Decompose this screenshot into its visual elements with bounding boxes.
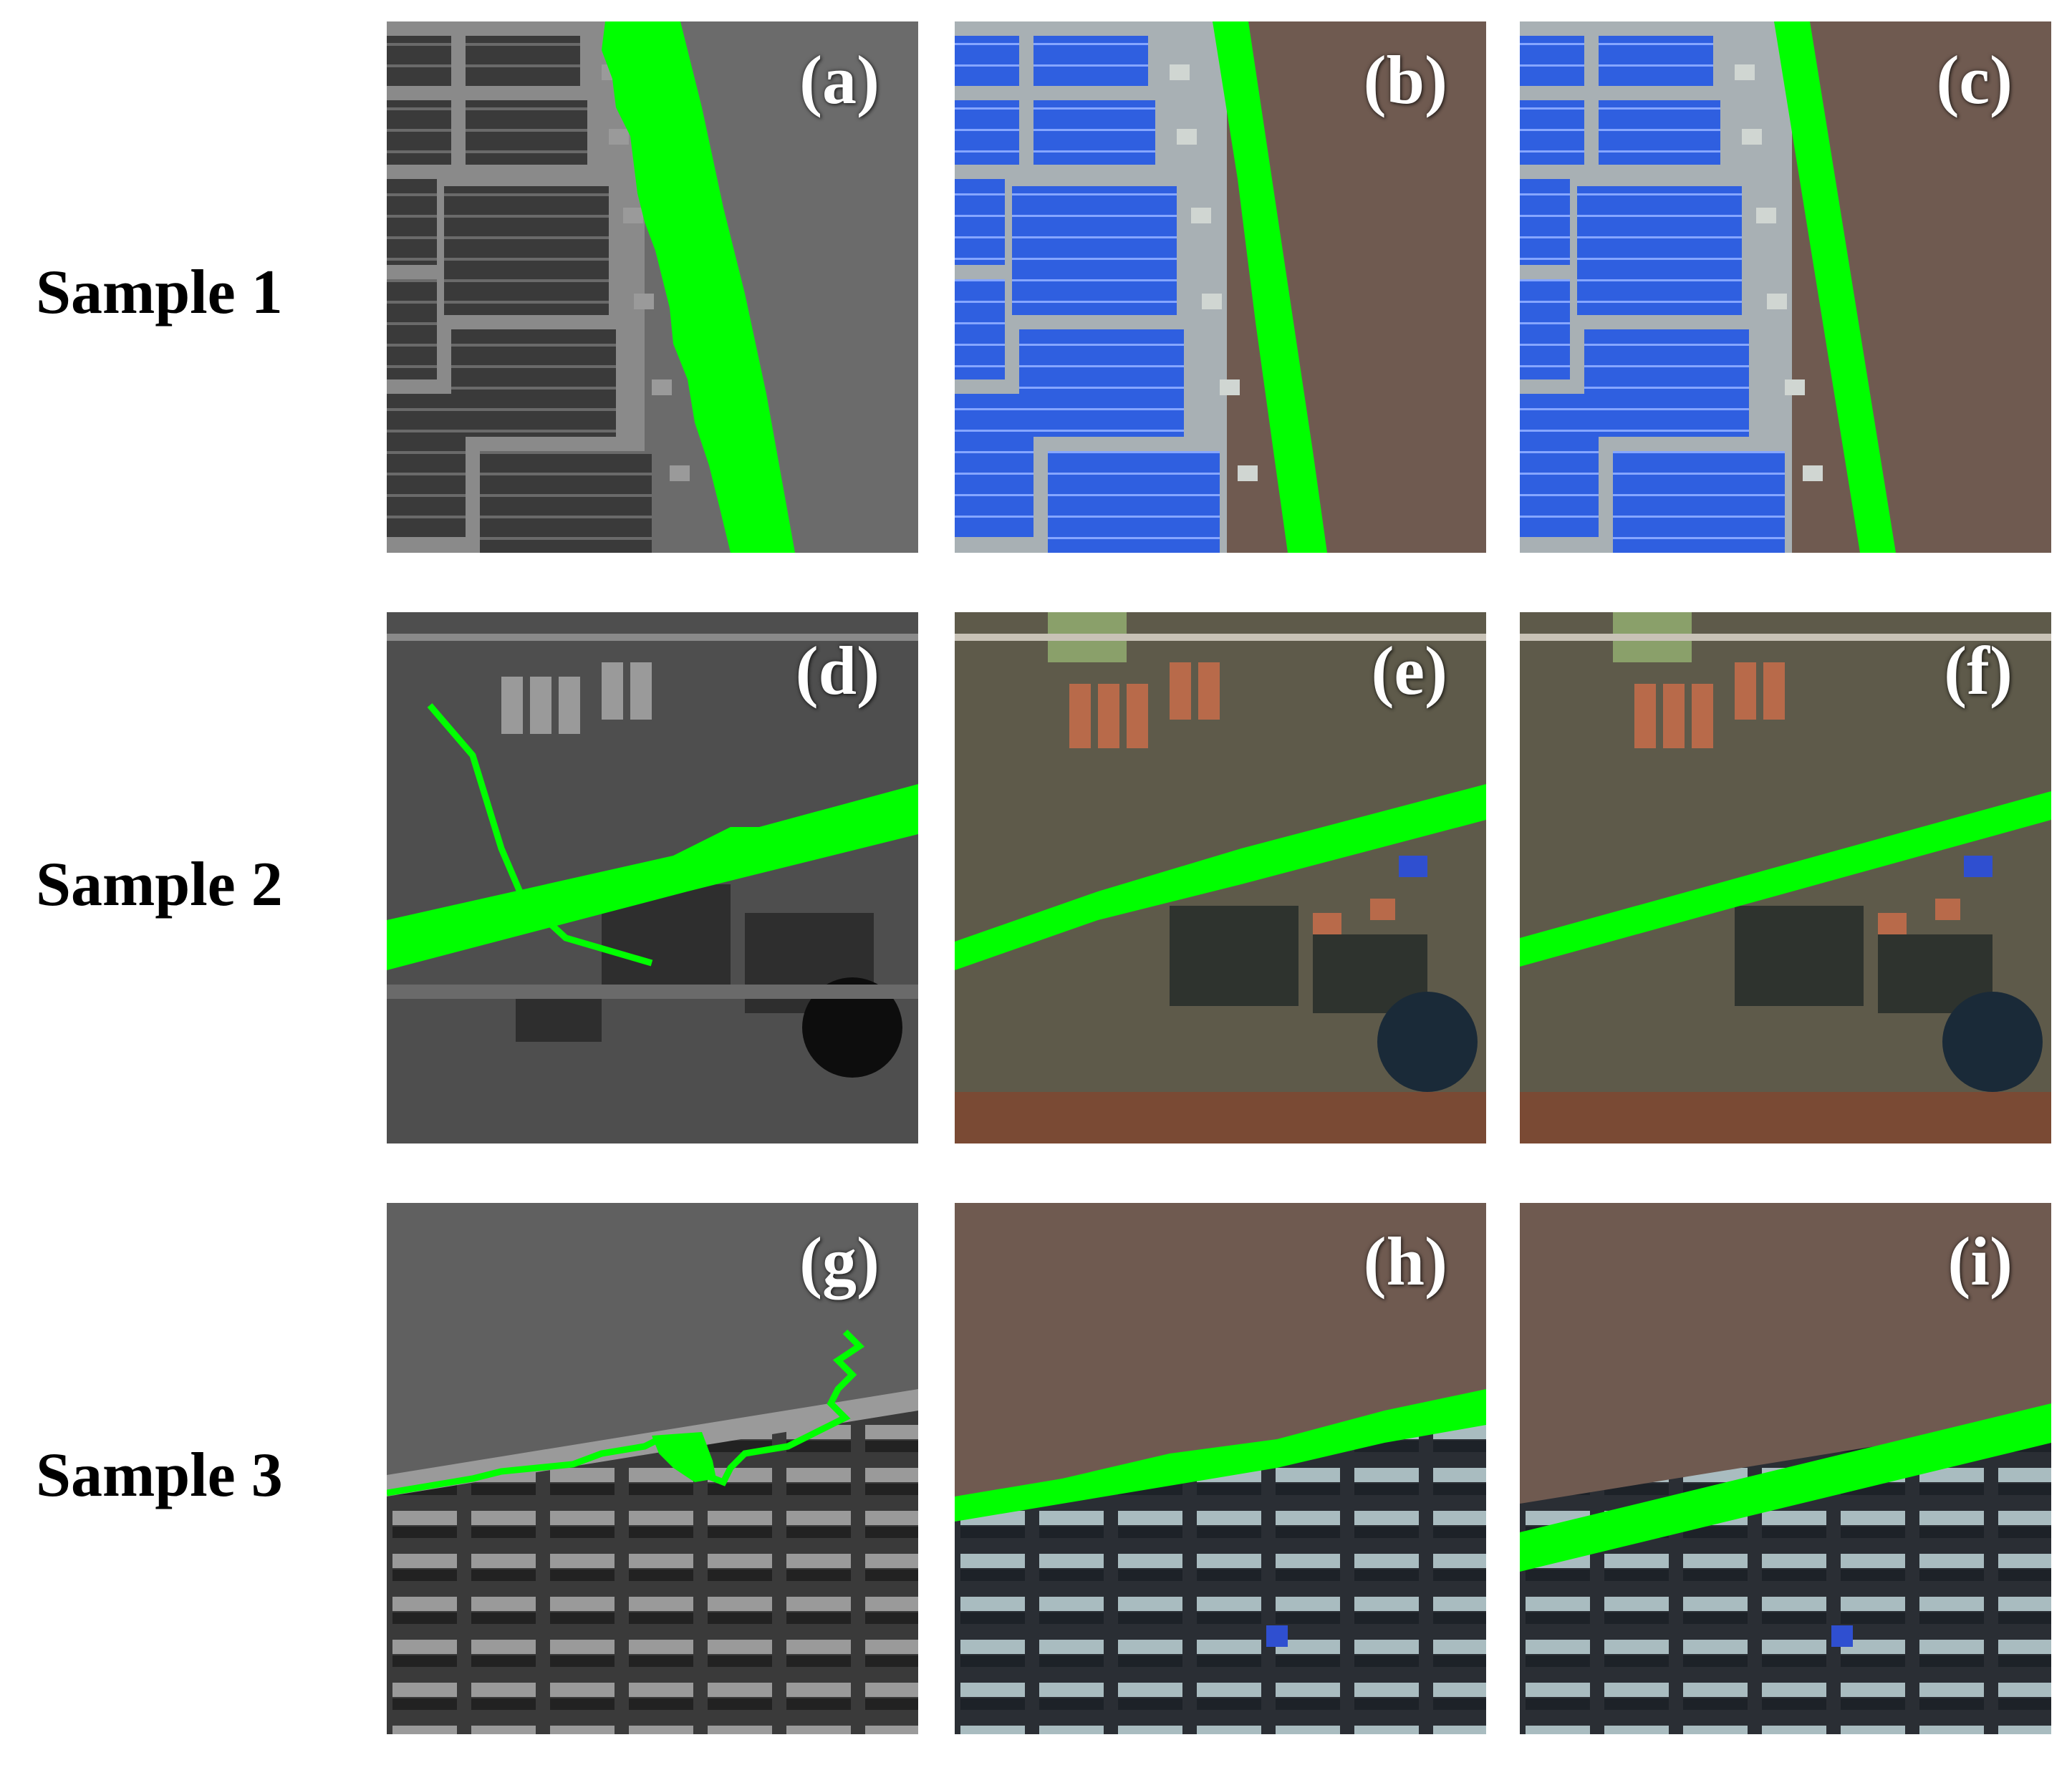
- road-mask: [1520, 791, 2051, 967]
- panel-f: (f): [1520, 612, 2051, 1143]
- panel-e-image: [955, 612, 1486, 1143]
- road-mask: [652, 1432, 716, 1482]
- panel-d: (d): [387, 612, 918, 1143]
- panel-g: (g): [387, 1203, 918, 1734]
- road-mask: [955, 784, 1486, 970]
- panel-b: (b): [955, 21, 1486, 553]
- road-mask: [1213, 21, 1327, 553]
- panel-a: (a): [387, 21, 918, 553]
- road-mask: [1520, 1403, 2051, 1572]
- panel-label: (e): [1371, 632, 1447, 709]
- road-mask: [602, 21, 795, 553]
- panel-h: (h): [955, 1203, 1486, 1734]
- panel-d-image: [387, 612, 918, 1143]
- panel-label: (b): [1363, 42, 1447, 118]
- panel-i: (i): [1520, 1203, 2051, 1734]
- panel-b-image: [955, 21, 1486, 553]
- panel-h-image: [955, 1203, 1486, 1734]
- road-mask: [1774, 21, 1896, 553]
- panel-c: (c): [1520, 21, 2051, 553]
- road-mask: [955, 1389, 1486, 1522]
- panel-label: (f): [1944, 632, 2013, 709]
- panel-label: (g): [799, 1223, 880, 1300]
- row-label-sample-3: Sample 3: [36, 1441, 283, 1510]
- panel-e: (e): [955, 612, 1486, 1143]
- row-label-sample-1: Sample 1: [36, 258, 283, 327]
- panel-label: (i): [1947, 1223, 2013, 1300]
- panel-c-image: [1520, 21, 2051, 553]
- panel-label: (a): [799, 42, 880, 118]
- panel-g-image: [387, 1203, 918, 1734]
- panel-i-image: [1520, 1203, 2051, 1734]
- panel-label: (c): [1936, 42, 2013, 118]
- panel-label: (d): [795, 632, 880, 709]
- panel-f-image: [1520, 612, 2051, 1143]
- panel-label: (h): [1363, 1223, 1447, 1300]
- panel-a-image: [387, 21, 918, 553]
- row-label-sample-2: Sample 2: [36, 850, 283, 919]
- road-mask: [387, 784, 918, 970]
